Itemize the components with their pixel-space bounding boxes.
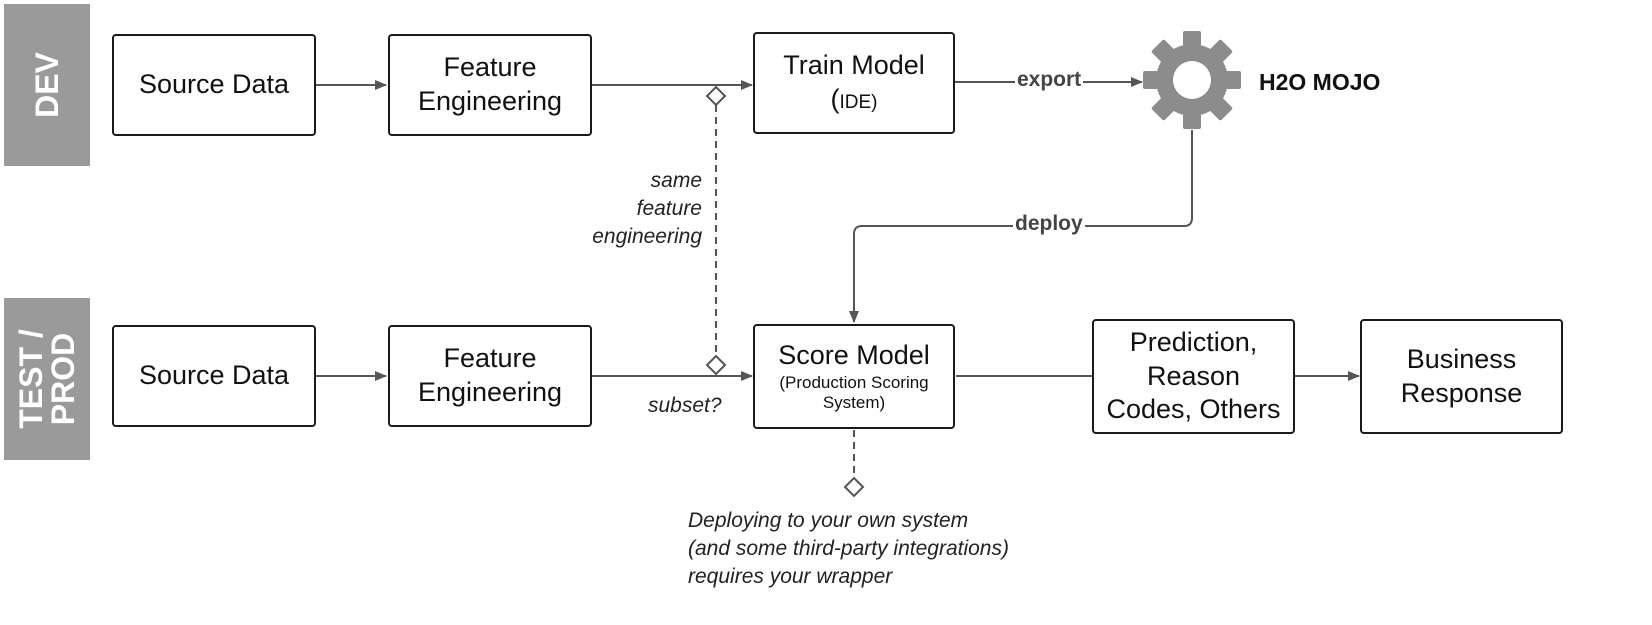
dev-feature-label-line1: Feature: [443, 52, 537, 83]
train-model-sub: (IDE): [830, 84, 878, 114]
business-response-box: Business Response: [1360, 319, 1563, 434]
score-model-label: Score Model: [778, 340, 930, 371]
gear-icon: [1143, 31, 1241, 129]
lane-dev: DEV: [4, 4, 90, 166]
deploying-wrapper-note: Deploying to your own system (and some t…: [688, 509, 1009, 588]
dev-source-data-label: Source Data: [138, 69, 290, 100]
dev-feature-engineering-box: Feature Engineering: [388, 34, 592, 136]
score-model-box: Score Model (Production Scoring System): [753, 324, 955, 429]
diamond-bottom: [705, 354, 727, 376]
lane-test-prod: TEST / PROD: [4, 298, 90, 460]
subset-note: subset?: [648, 394, 722, 417]
h2o-mojo-label: H2O MOJO: [1259, 69, 1381, 95]
prod-source-data-box: Source Data: [112, 325, 316, 427]
score-model-sub-line1: (Production Scoring: [779, 372, 929, 392]
diamond-wrapper: [843, 476, 865, 498]
train-model-label: Train Model: [783, 50, 925, 81]
export-label: export: [1015, 68, 1084, 92]
dev-source-data-box: Source Data: [112, 34, 316, 136]
dev-feature-label-line2: Engineering: [417, 86, 563, 116]
score-model-sub-line2: System): [822, 393, 886, 413]
diamond-top: [705, 85, 727, 107]
train-model-box: Train Model (IDE): [753, 32, 955, 134]
prediction-box: Prediction, Reason Codes, Others: [1092, 319, 1295, 434]
deploy-label: deploy: [1013, 212, 1085, 236]
prod-feature-engineering-box: Feature Engineering: [388, 325, 592, 427]
prod-feature-label-line1: Feature: [443, 343, 537, 374]
prod-source-data-label: Source Data: [138, 360, 290, 391]
same-feature-engineering-note: same feature engineering: [592, 169, 702, 248]
prod-feature-label-line2: Engineering: [417, 377, 563, 407]
